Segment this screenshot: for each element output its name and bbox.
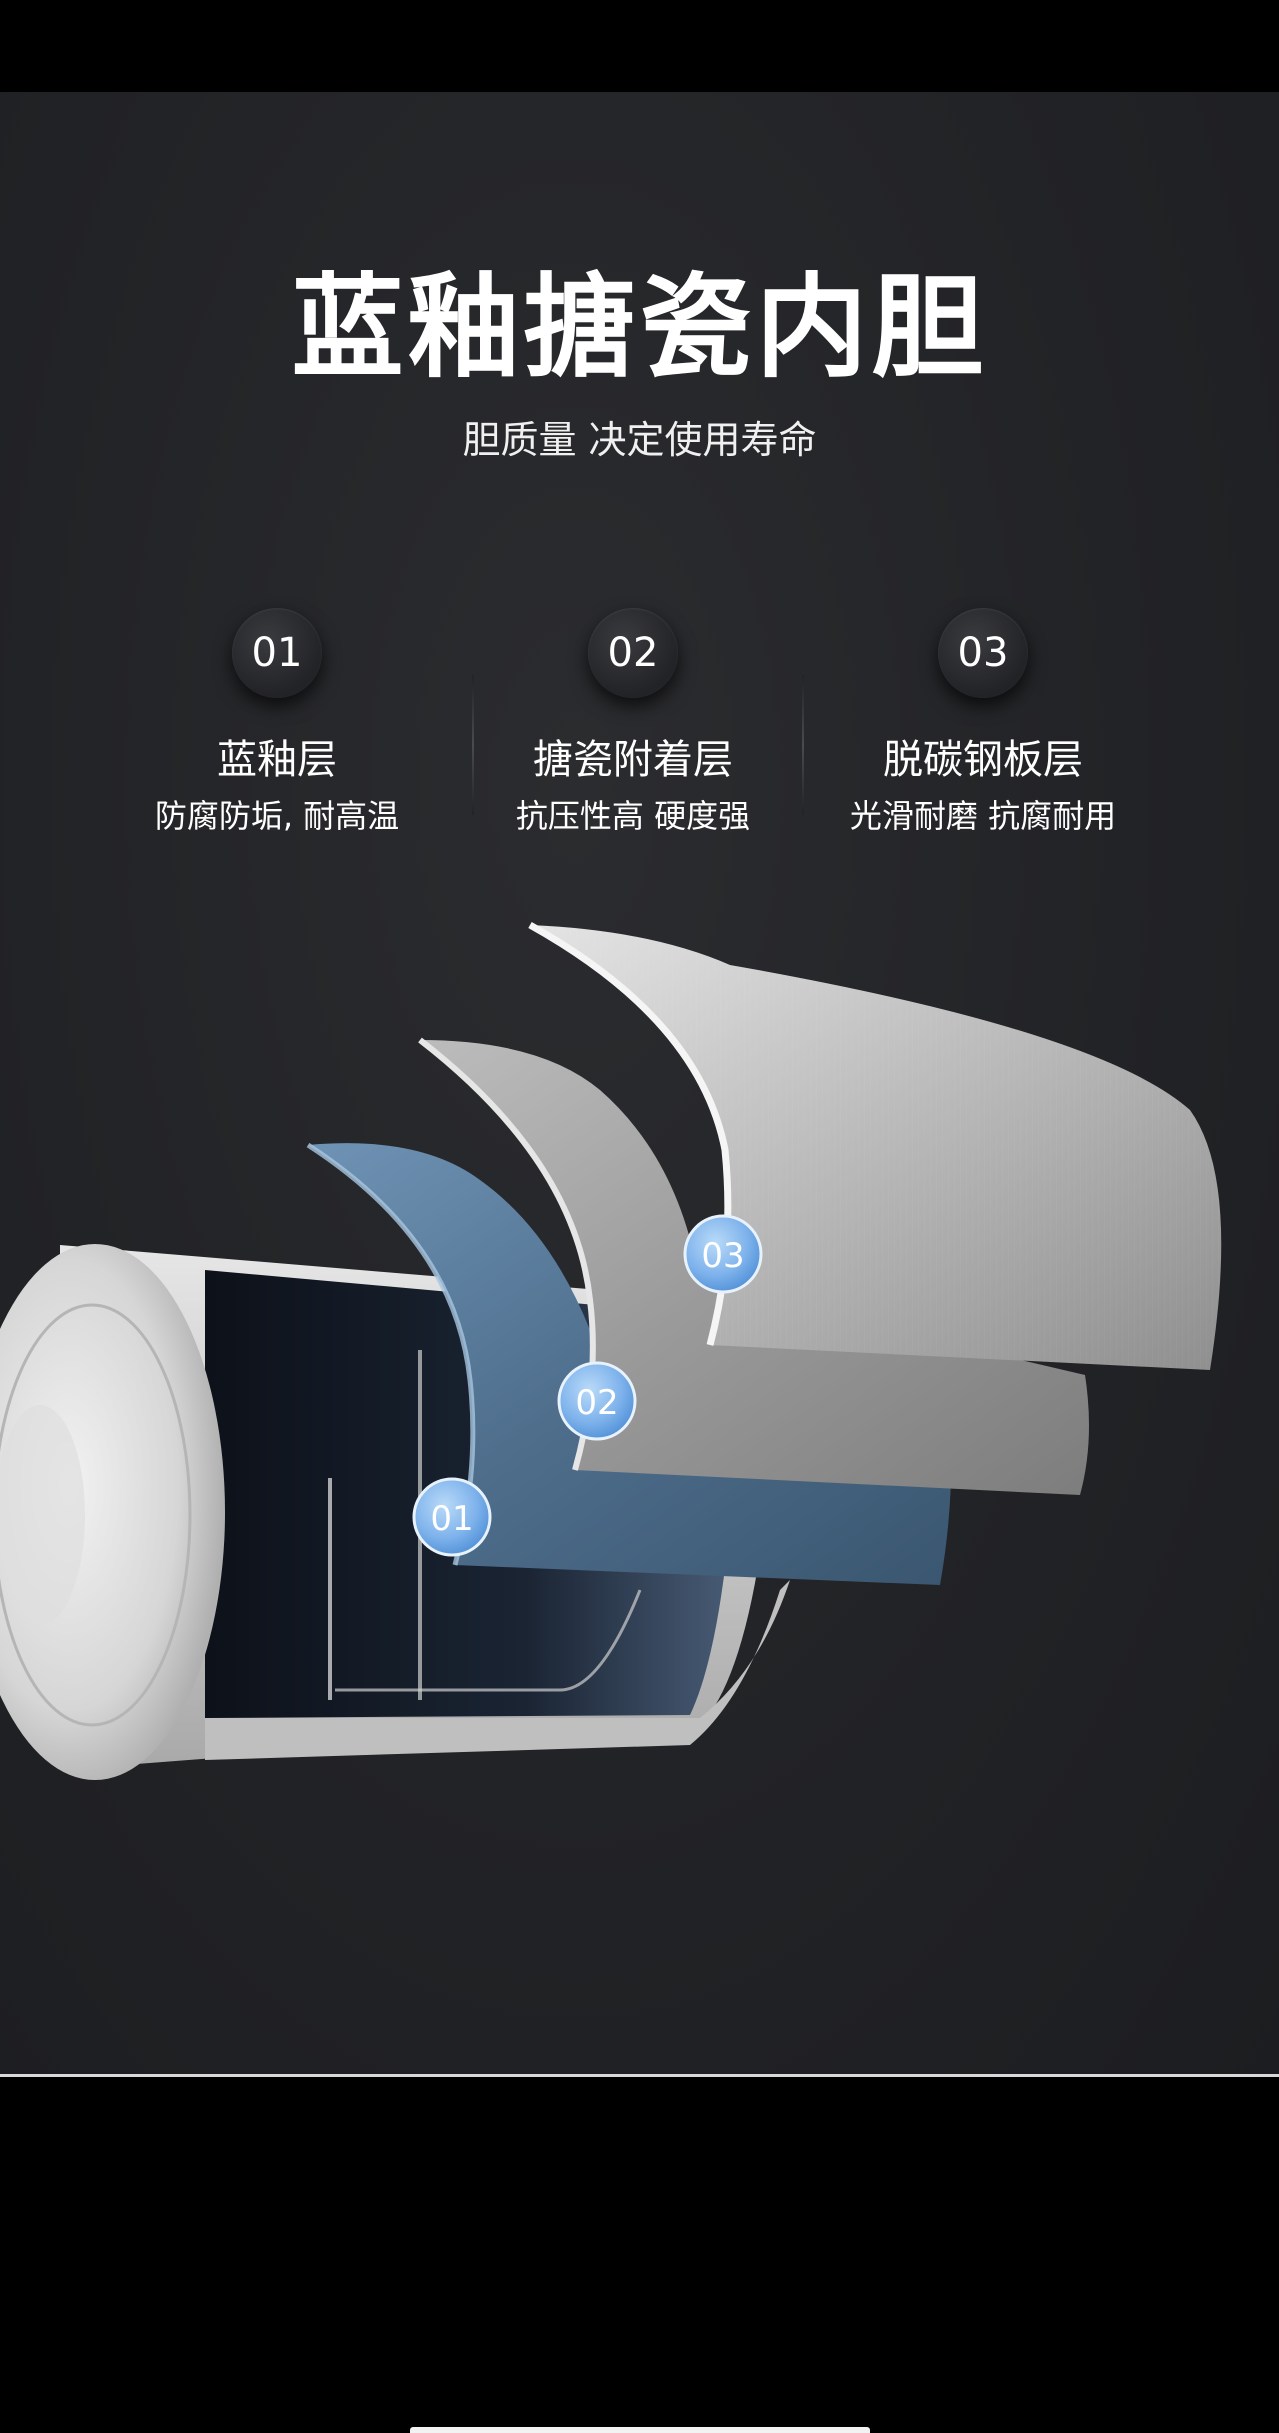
panel-bottom-border xyxy=(0,2074,1279,2077)
layer-badge-label: 03 xyxy=(701,1236,744,1276)
feature-name: 蓝釉层 xyxy=(217,737,337,783)
layer-badge-02: 02 xyxy=(557,1361,637,1441)
bottom-black-area xyxy=(0,2077,1279,2433)
feature-description: 光滑耐磨 抗腐耐用 xyxy=(849,797,1117,835)
page-title: 蓝釉搪瓷内胆 xyxy=(291,263,988,393)
layer-badge-label: 01 xyxy=(430,1499,473,1539)
top-black-bar xyxy=(0,0,1279,92)
layer-badge-01: 01 xyxy=(412,1477,492,1557)
feature-divider xyxy=(472,675,474,815)
layer-badge-label: 02 xyxy=(575,1383,618,1423)
home-indicator[interactable] xyxy=(410,2427,870,2433)
feature-enamel-adhesion: 02 搪瓷附着层 抗压性高 硬度强 xyxy=(468,608,798,838)
tank-layers-illustration: 01 02 03 xyxy=(0,921,1222,1780)
feature-name: 脱碳钢板层 xyxy=(883,737,1083,783)
feature-steel-plate: 03 脱碳钢板层 光滑耐磨 抗腐耐用 xyxy=(818,608,1148,838)
feature-number-badge: 03 xyxy=(938,608,1028,698)
layer-badge-03: 03 xyxy=(683,1214,763,1294)
feature-blue-glaze: 01 蓝釉层 防腐防垢, 耐高温 xyxy=(112,608,442,838)
feature-number-badge: 01 xyxy=(232,608,322,698)
feature-description: 防腐防垢, 耐高温 xyxy=(154,797,400,835)
feature-divider xyxy=(802,675,804,815)
page-subtitle: 胆质量 决定使用寿命 xyxy=(462,418,817,462)
feature-name: 搪瓷附着层 xyxy=(533,737,733,783)
feature-number-badge: 02 xyxy=(588,608,678,698)
feature-description: 抗压性高 硬度强 xyxy=(515,797,751,835)
